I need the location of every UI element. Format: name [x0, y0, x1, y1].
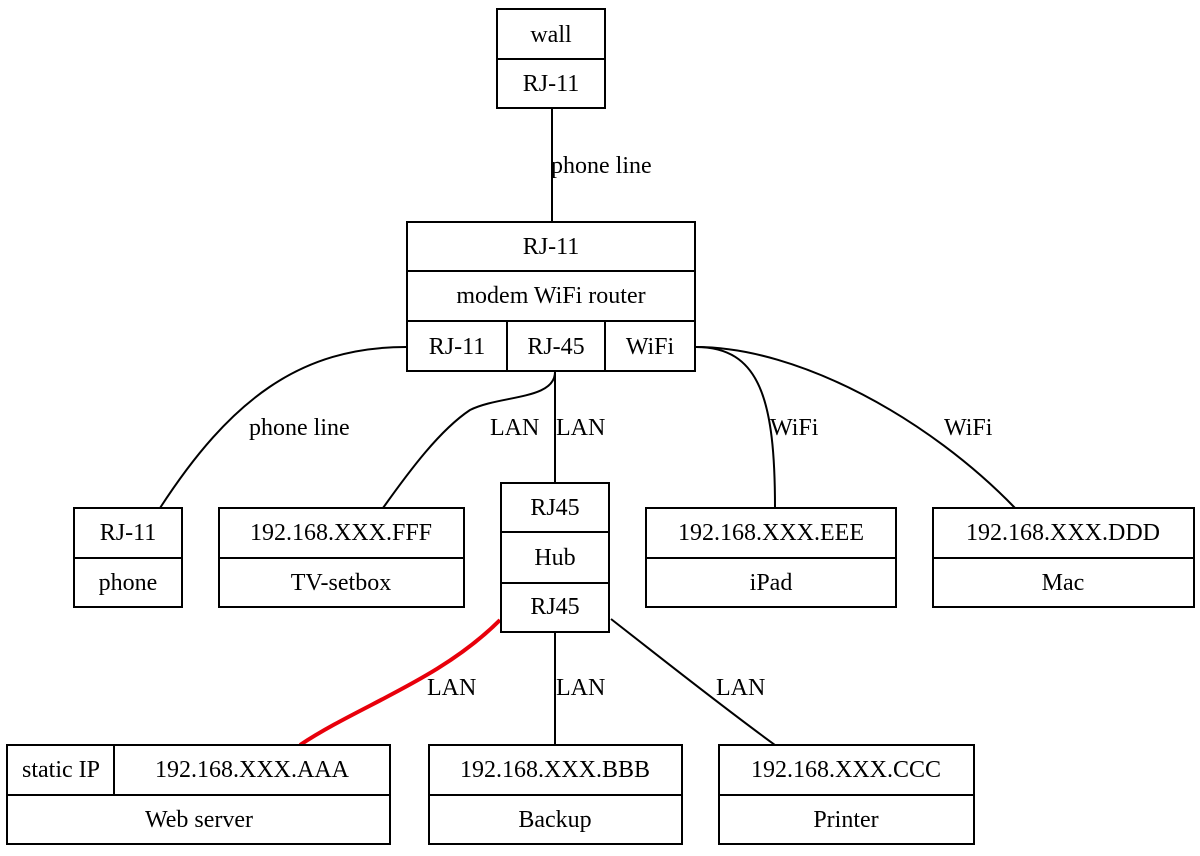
node-webserver-name: Web server	[145, 807, 253, 833]
node-wall[interactable]: wall RJ-11	[496, 8, 606, 109]
edge-label-wifi: WiFi	[770, 415, 819, 441]
node-ipad-name: iPad	[750, 570, 793, 596]
node-backup[interactable]: 192.168.XXX.BBB Backup	[428, 744, 683, 845]
node-phone[interactable]: RJ-11 phone	[73, 507, 183, 608]
node-router-top-port: RJ-11	[523, 234, 579, 260]
edge-hub-webserver	[298, 618, 502, 747]
node-webserver-static-ip-label: static IP	[22, 757, 100, 783]
node-router-port-wifi: WiFi	[626, 334, 675, 360]
node-router-port-rj11: RJ-11	[429, 334, 485, 360]
node-hub-port-top: RJ45	[530, 495, 579, 521]
edge-label-lan: LAN	[556, 415, 605, 441]
edge-label-lan: LAN	[716, 675, 765, 701]
node-ipad-ip: 192.168.XXX.EEE	[678, 520, 864, 546]
edge-label-lan: LAN	[490, 415, 539, 441]
node-tv-name: TV-setbox	[291, 570, 391, 596]
edge-label-wifi: WiFi	[944, 415, 993, 441]
node-wall-label: wall	[530, 22, 572, 48]
edge-label-phone-line: phone line	[249, 415, 350, 441]
node-hub-name: Hub	[534, 545, 575, 571]
node-backup-ip: 192.168.XXX.BBB	[460, 757, 650, 783]
edges	[159, 108, 1016, 747]
node-mac-name: Mac	[1042, 570, 1085, 596]
node-ipad[interactable]: 192.168.XXX.EEE iPad	[645, 507, 897, 608]
edge-label-lan: LAN	[427, 675, 476, 701]
node-mac-ip: 192.168.XXX.DDD	[966, 520, 1160, 546]
node-webserver-ip: 192.168.XXX.AAA	[155, 757, 350, 783]
node-web-server[interactable]: static IP 192.168.XXX.AAA Web server	[6, 744, 391, 845]
node-phone-port: RJ-11	[100, 520, 156, 546]
node-hub-port-bottom: RJ45	[530, 594, 579, 620]
edge-label-phone-line: phone line	[551, 153, 652, 179]
node-printer-ip: 192.168.XXX.CCC	[751, 757, 941, 783]
node-printer[interactable]: 192.168.XXX.CCC Printer	[718, 744, 975, 845]
edge-label-lan: LAN	[556, 675, 605, 701]
node-mac[interactable]: 192.168.XXX.DDD Mac	[932, 507, 1195, 608]
node-printer-name: Printer	[813, 807, 878, 833]
node-hub[interactable]: RJ45 Hub RJ45	[500, 482, 610, 633]
edge-router-mac	[695, 346, 1016, 509]
node-tv-setbox[interactable]: 192.168.XXX.FFF TV-setbox	[218, 507, 465, 608]
edge-router-ipad	[695, 346, 776, 509]
node-tv-ip: 192.168.XXX.FFF	[250, 520, 432, 546]
node-backup-name: Backup	[518, 807, 591, 833]
edge-labels: phone line phone line LAN LAN WiFi WiFi …	[249, 153, 993, 701]
node-router-name: modem WiFi router	[456, 283, 645, 309]
edge-hub-printer	[610, 618, 776, 746]
node-wall-port: RJ-11	[523, 71, 579, 97]
node-router[interactable]: RJ-11 modem WiFi router RJ-11 RJ-45 WiFi	[406, 221, 696, 372]
node-router-port-rj45: RJ-45	[527, 334, 584, 360]
node-phone-name: phone	[99, 570, 158, 596]
edge-router-tv	[382, 371, 556, 509]
edge-router-phone	[159, 346, 407, 509]
